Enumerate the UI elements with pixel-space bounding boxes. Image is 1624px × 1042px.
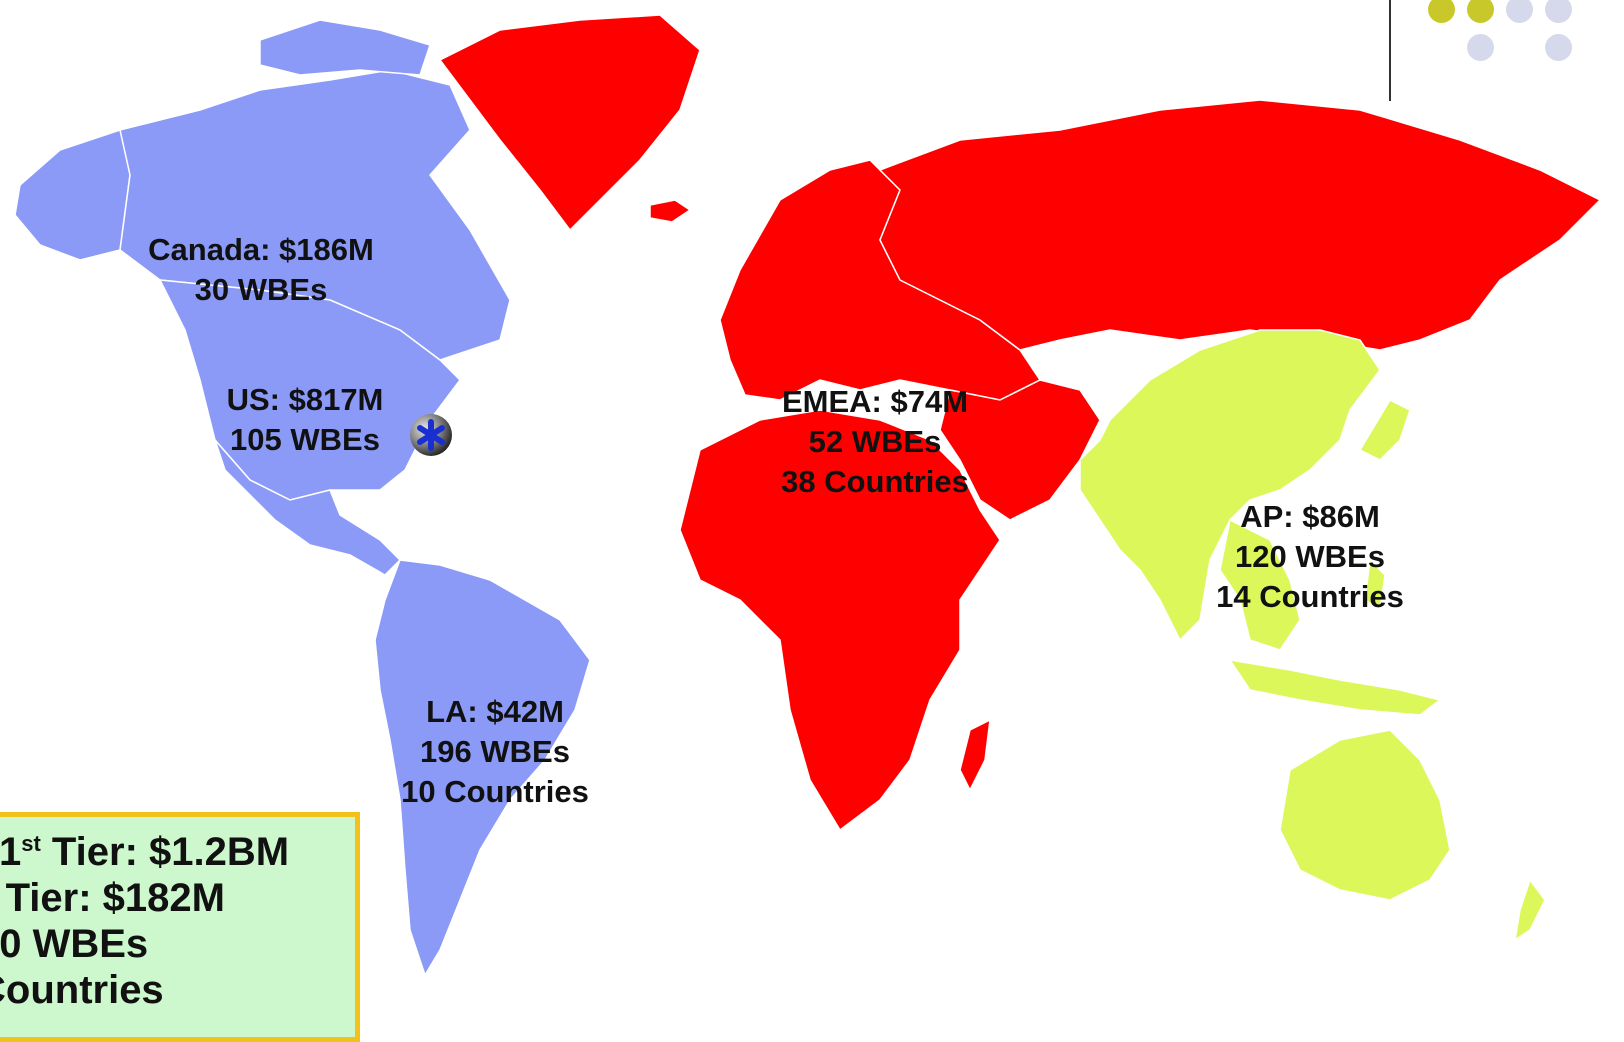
- dot-grey-1: [1506, 0, 1533, 23]
- iceland-shape: [649, 199, 692, 223]
- southeast-asia-shape: [1219, 518, 1301, 651]
- dot-yellow-2: [1467, 0, 1494, 23]
- globe-asterisk-icon: [410, 414, 452, 456]
- la-label-line-3: 10 Countries: [401, 774, 589, 809]
- mexico-shape: [214, 439, 402, 576]
- emea-label-line-1: EMEA: $74M: [781, 384, 969, 419]
- dot-grey-3: [1467, 34, 1494, 61]
- ap-label-line-1: AP: $86M: [1240, 499, 1380, 534]
- dot-grey-4: [1545, 34, 1572, 61]
- summary-line-1: 1st Tier: $1.2BM: [0, 829, 355, 875]
- us-label-line-2: 105 WBEs: [230, 422, 380, 457]
- philippines-shape: [1364, 558, 1386, 612]
- china-india-shape: [1079, 329, 1381, 642]
- summary-line-1-rest: Tier: $1.2BM: [40, 830, 290, 874]
- canada-label-line-2: 30 WBEs: [194, 272, 328, 307]
- world-map: [14, 14, 1602, 977]
- summary-line-4: Countries: [0, 968, 164, 1012]
- indonesia-shape: [1228, 658, 1442, 716]
- canada-islands-shape: [259, 19, 431, 76]
- africa-shape: [679, 409, 1001, 832]
- ap-label-line-3: 14 Countries: [1216, 579, 1404, 614]
- dot-yellow-1: [1428, 0, 1455, 23]
- summary-line-3: 00 WBEs: [0, 922, 149, 966]
- canada-label: Canada: $186M 30 WBEs: [126, 230, 396, 310]
- us-label: US: $817M 105 WBEs: [200, 380, 410, 460]
- madagascar-shape: [959, 718, 991, 792]
- dot-grey-2: [1545, 0, 1572, 23]
- summary-line-1-num: 1: [0, 830, 22, 874]
- canada-label-line-1: Canada: $186M: [148, 232, 374, 267]
- corner-divider-line: [1389, 0, 1391, 101]
- summary-box: 1st Tier: $1.2BM d Tier: $182M 00 WBEs C…: [0, 812, 360, 1042]
- emea-label-line-3: 38 Countries: [781, 464, 969, 499]
- emea-region: [438, 14, 1602, 832]
- new-zealand-shape: [1513, 878, 1546, 942]
- ap-region: [1079, 329, 1546, 942]
- us-shape: [158, 279, 461, 501]
- australia-shape: [1279, 729, 1451, 901]
- ap-label-line-2: 120 WBEs: [1235, 539, 1385, 574]
- japan-shape: [1358, 399, 1411, 461]
- la-label-line-1: LA: $42M: [426, 694, 564, 729]
- summary-line-2: d Tier: $182M: [0, 875, 355, 921]
- middle-east-shape: [939, 379, 1101, 521]
- emea-label-line-2: 52 WBEs: [808, 424, 942, 459]
- ap-label: AP: $86M 120 WBEs 14 Countries: [1185, 497, 1435, 617]
- us-label-line-1: US: $817M: [226, 382, 384, 417]
- russia-shape: [878, 99, 1602, 351]
- summary-line-2-rest: Tier: $182M: [0, 876, 225, 920]
- greenland-shape: [438, 14, 701, 232]
- americas-region: [14, 19, 591, 977]
- la-label-line-2: 196 WBEs: [420, 734, 570, 769]
- emea-label: EMEA: $74M 52 WBEs 38 Countries: [745, 382, 1005, 502]
- south-america-shape: [374, 559, 591, 977]
- summary-line-1-sup: st: [21, 831, 41, 856]
- la-label: LA: $42M 196 WBEs 10 Countries: [375, 692, 615, 812]
